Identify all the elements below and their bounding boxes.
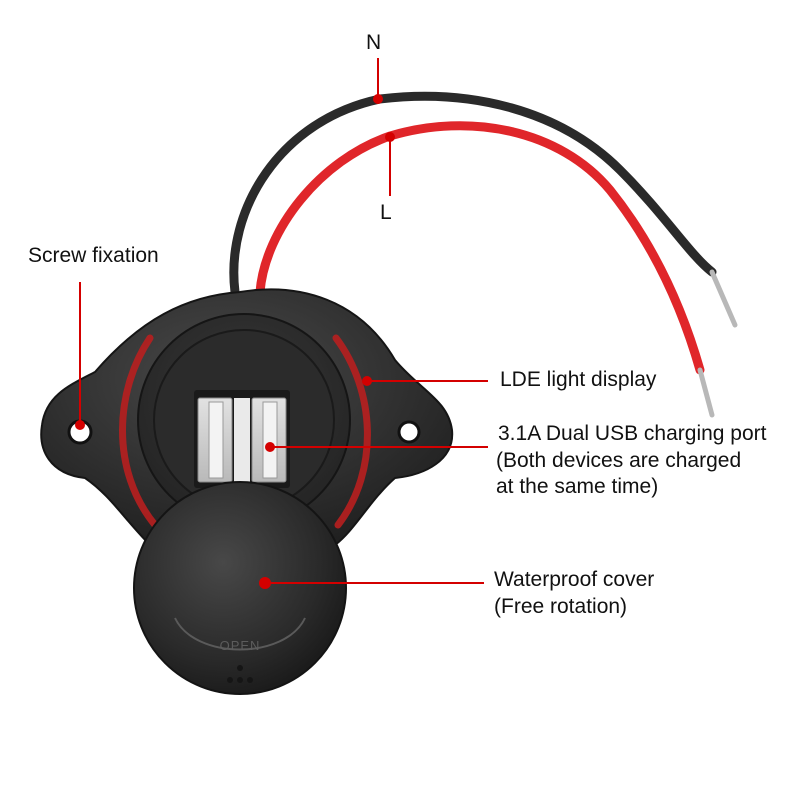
usb-tongue-left bbox=[208, 401, 224, 479]
wires bbox=[229, 91, 738, 418]
cover-dot bbox=[247, 677, 253, 683]
usb-ports bbox=[194, 390, 290, 488]
black-wire-strip bbox=[709, 269, 738, 328]
label-screw-fixation: Screw fixation bbox=[28, 244, 159, 267]
led-ring-right bbox=[332, 334, 371, 529]
callout-dot-screw bbox=[75, 420, 85, 430]
label-led-display: LDE light display bbox=[500, 368, 657, 391]
label-usb-note-line2: at the same time) bbox=[496, 475, 659, 498]
label-l: L bbox=[380, 201, 392, 224]
callout-dot-led bbox=[362, 376, 372, 386]
red-wire bbox=[255, 121, 705, 375]
label-usb-port: 3.1A Dual USB charging port bbox=[498, 422, 767, 445]
cover-disc bbox=[133, 481, 347, 695]
usb-divider bbox=[234, 398, 250, 482]
black-wire bbox=[229, 91, 717, 297]
label-n: N bbox=[366, 31, 382, 54]
callout-dot-usb bbox=[265, 442, 275, 452]
label-waterproof-cover: Waterproof cover bbox=[494, 568, 655, 591]
callout-dot-n bbox=[373, 94, 383, 104]
usb-tongue-right bbox=[262, 401, 278, 479]
led-ring-left bbox=[119, 334, 159, 529]
callout-dot-l bbox=[385, 132, 395, 142]
callouts bbox=[75, 58, 488, 589]
cover-embossed-text: OPEN bbox=[220, 638, 261, 653]
waterproof-cover: OPEN bbox=[133, 481, 347, 695]
label-usb-note-line1: (Both devices are charged bbox=[496, 449, 742, 472]
label-free-rotation: (Free rotation) bbox=[494, 595, 628, 618]
cover-dot bbox=[237, 665, 243, 671]
callout-dot-cover bbox=[259, 577, 271, 589]
cover-dot bbox=[237, 677, 243, 683]
cover-dot bbox=[227, 677, 233, 683]
screw-hole-right bbox=[397, 420, 421, 444]
red-wire-strip bbox=[697, 367, 715, 418]
cover-arrow-arc bbox=[174, 617, 306, 651]
